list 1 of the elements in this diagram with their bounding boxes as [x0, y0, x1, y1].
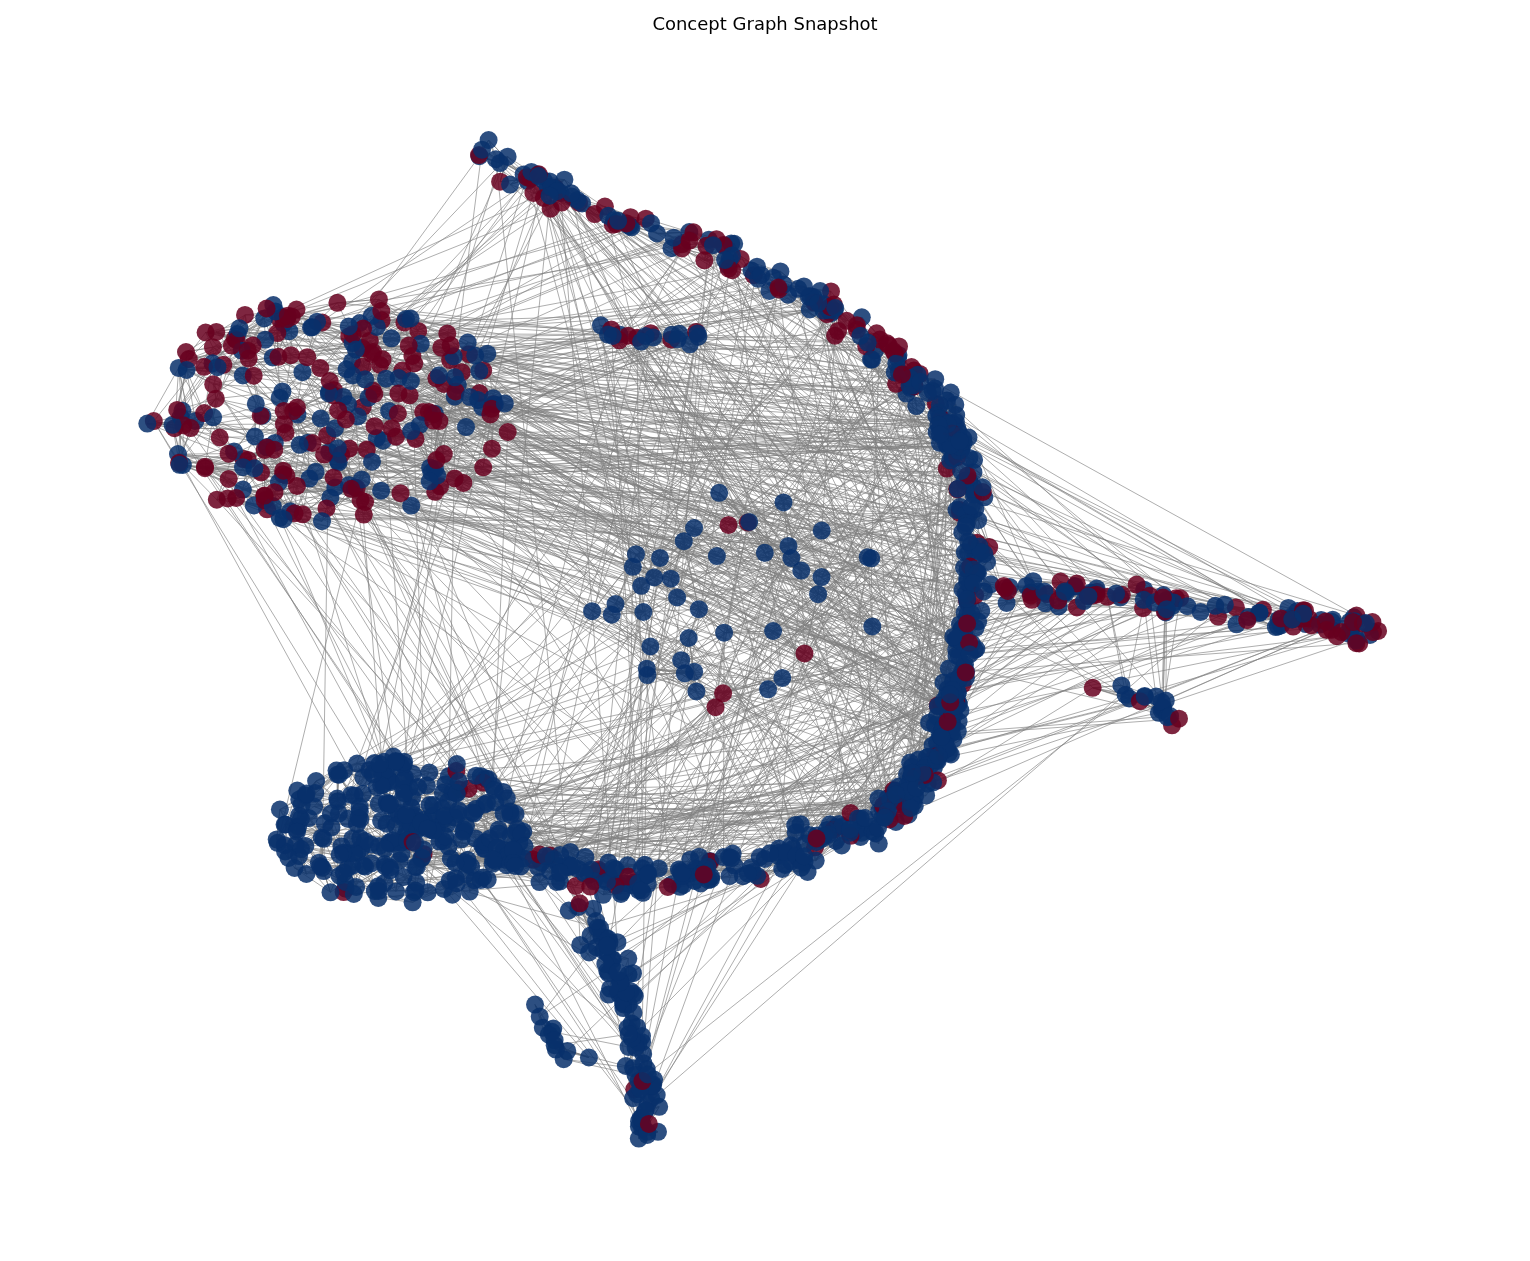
chart-title: Concept Graph Snapshot	[652, 13, 878, 34]
